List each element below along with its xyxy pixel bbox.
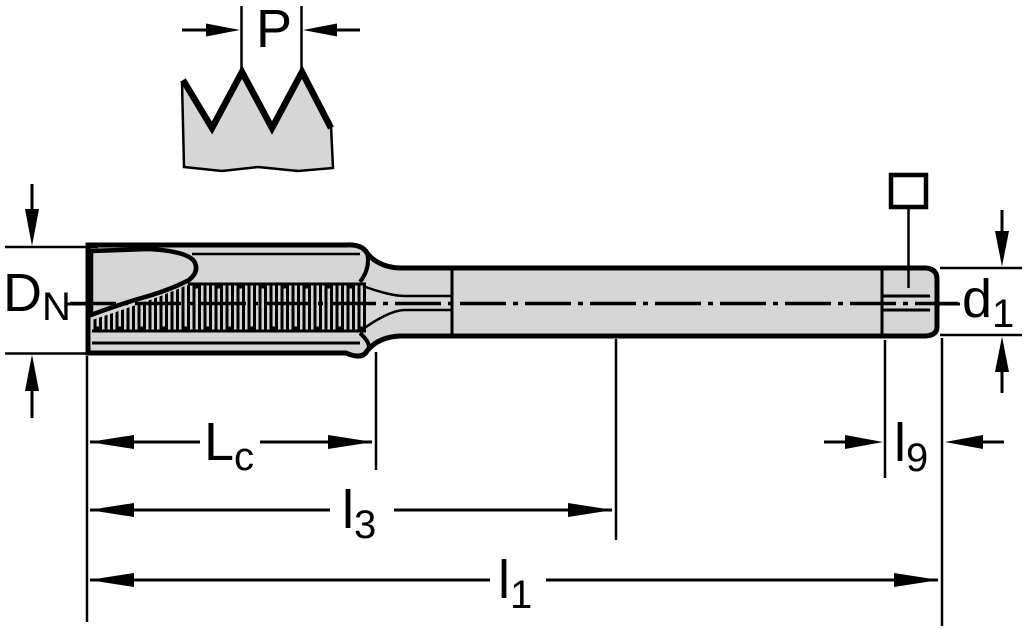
pitch-detail: P bbox=[180, 0, 360, 173]
pitch-arrowhead-right bbox=[303, 23, 337, 37]
dimension-overall-length: l1 bbox=[85, 338, 944, 626]
dn-arrowhead-bottom bbox=[25, 354, 39, 391]
lc-label: Lc bbox=[204, 412, 254, 479]
dn-arrowhead-top bbox=[25, 209, 39, 246]
d1-arrowhead-bottom bbox=[995, 336, 1009, 372]
dimension-shank-diameter: d1 bbox=[937, 210, 1022, 393]
l3-arrowhead-right bbox=[568, 503, 613, 517]
lc-arrowhead-right bbox=[328, 435, 373, 449]
square-drive-icon bbox=[888, 172, 929, 210]
thread-profile-break-edges bbox=[180, 81, 335, 173]
l1-arrowhead-left bbox=[89, 573, 134, 587]
l9-label: l9 bbox=[894, 413, 928, 480]
square-drive-callout bbox=[888, 172, 929, 288]
tap-body-outline bbox=[85, 242, 940, 359]
pitch-label: P bbox=[256, 0, 292, 59]
flute bbox=[88, 246, 199, 319]
l1-arrowhead-right bbox=[894, 573, 939, 587]
thread-profile-crest bbox=[180, 65, 334, 135]
dimension-square-length: l9 bbox=[824, 340, 1004, 480]
lc-arrowhead-left bbox=[89, 435, 134, 449]
d1-arrowhead-top bbox=[995, 231, 1009, 267]
dimension-nominal-diameter: DN bbox=[3, 184, 98, 418]
dimension-thread-length: l3 bbox=[89, 339, 618, 547]
flute-taper-line-top bbox=[362, 284, 452, 298]
dimension-chamfer-length: Lc bbox=[89, 352, 378, 479]
tap-body bbox=[70, 242, 958, 359]
flute-taper-line-bottom bbox=[362, 308, 452, 331]
thread-profile-fill bbox=[183, 72, 333, 171]
dn-label: DN bbox=[3, 263, 71, 329]
pitch-arrowhead-left bbox=[206, 23, 240, 37]
l3-arrowhead-left bbox=[89, 503, 134, 517]
l1-label: l1 bbox=[498, 550, 532, 617]
l3-label: l3 bbox=[342, 480, 376, 547]
l9-arrowhead-right bbox=[945, 435, 983, 449]
l9-arrowhead-left bbox=[845, 435, 883, 449]
d1-label: d1 bbox=[962, 269, 1014, 336]
